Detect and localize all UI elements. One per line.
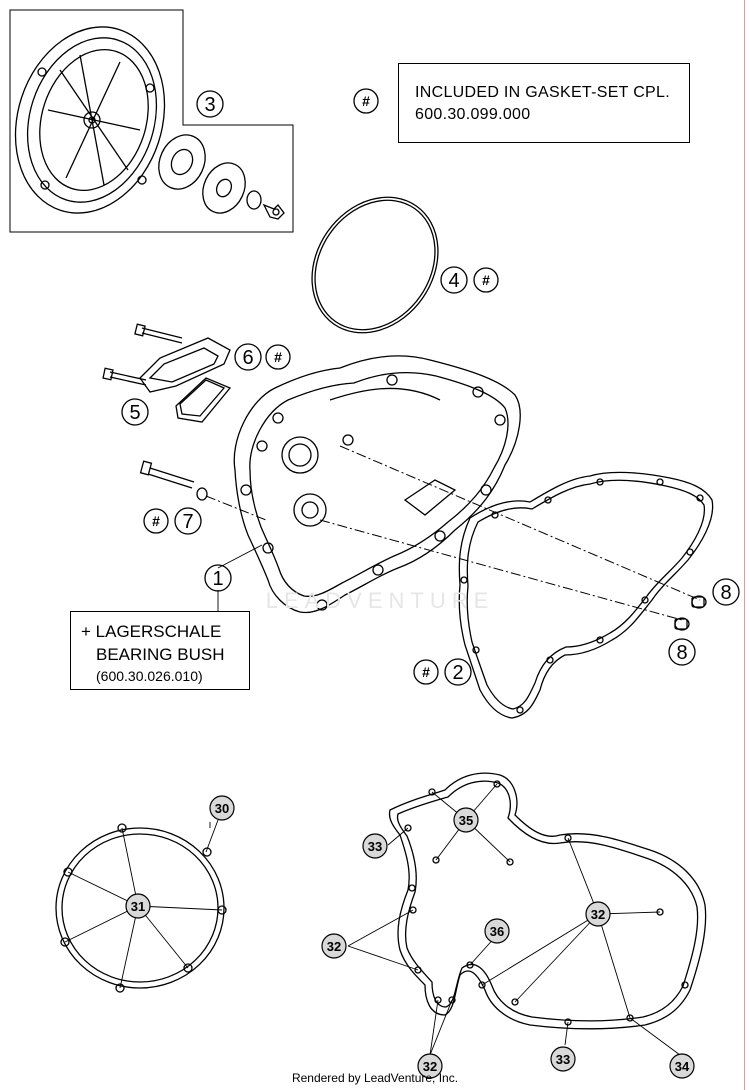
- callout-8-upper: 8: [720, 582, 731, 604]
- round-gasket-drawing: [55, 823, 227, 993]
- callout-30: 30: [215, 801, 229, 816]
- clutch-cover-drawing: [233, 355, 521, 614]
- note-line-3: (600.30.026.010): [96, 668, 203, 684]
- gasket-set-mark-7: #: [152, 513, 160, 529]
- callout-8-lower: 8: [676, 642, 687, 664]
- align-line-8b: [319, 519, 683, 621]
- callout-33-upper: 33: [368, 839, 382, 854]
- watermark: LEADVENTURE: [265, 588, 495, 613]
- large-gasket-drawing: [388, 772, 707, 1030]
- callout-36: 36: [490, 924, 504, 939]
- gasket-set-mark-6: #: [274, 349, 282, 365]
- legend-line-2: 600.30.099.000: [415, 106, 531, 123]
- legend-hash-symbol: #: [362, 93, 370, 109]
- bearing-bush-note: + LAGERSCHALE BEARING BUSH (600.30.026.0…: [70, 611, 250, 690]
- callout-6: 6: [242, 347, 253, 369]
- gasket-set-mark-2: #: [422, 664, 430, 680]
- callout-32-right: 32: [591, 907, 605, 922]
- page-edge-rule: [744, 0, 745, 1090]
- callout-4: 4: [448, 270, 459, 292]
- callout-5: 5: [129, 402, 140, 424]
- inset-frame: [9, 9, 294, 233]
- align-line-8a: [339, 445, 701, 601]
- callout-32-left: 32: [327, 939, 341, 954]
- footer-credit: Rendered by LeadVenture, Inc.: [291, 1071, 459, 1085]
- dowels-drawing: [674, 595, 707, 631]
- long-bolt-drawing: [139, 460, 208, 501]
- callout-33-lower: 33: [556, 1052, 570, 1067]
- plate-and-bolts-drawing: [102, 323, 232, 423]
- legend-line-1: INCLUDED IN GASKET-SET CPL.: [415, 84, 670, 101]
- callout-2: 2: [452, 662, 463, 684]
- callout-35: 35: [459, 813, 473, 828]
- note-line-2: BEARING BUSH: [96, 645, 225, 664]
- outer-cover-drawing: [14, 26, 166, 214]
- callout-3: 3: [204, 94, 215, 116]
- callout-31: 31: [131, 899, 145, 914]
- callout-1: 1: [212, 568, 223, 590]
- cover-gasket-drawing: [458, 471, 714, 719]
- align-line-7: [205, 495, 267, 521]
- callout-34: 34: [675, 1059, 690, 1074]
- callout-7: 7: [182, 511, 193, 533]
- note-line-1: + LAGERSCHALE: [81, 622, 222, 641]
- callout-32-bottom: 32: [423, 1059, 437, 1074]
- o-ring-4: [311, 196, 439, 334]
- gasket-set-mark-4: #: [482, 272, 490, 288]
- gasket-set-legend: INCLUDED IN GASKET-SET CPL. 600.30.099.0…: [398, 63, 690, 143]
- inspection-cap-drawing: [158, 134, 285, 220]
